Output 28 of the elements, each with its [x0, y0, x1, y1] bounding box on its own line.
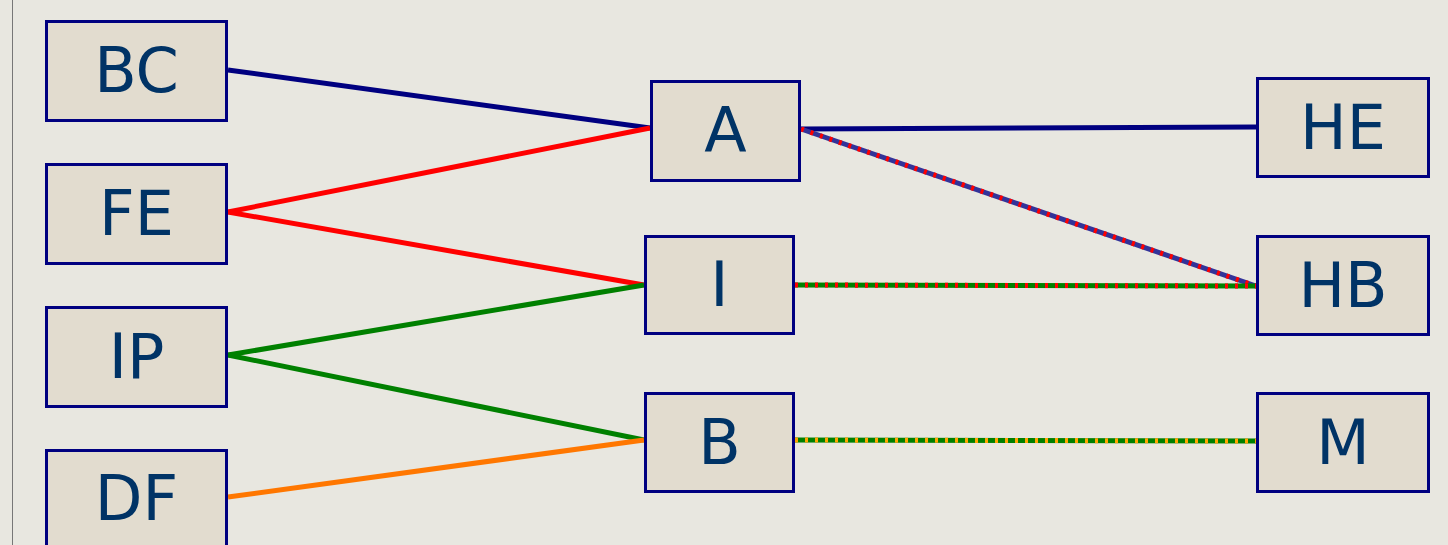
node-label: IP: [108, 326, 165, 388]
label-box: [644, 392, 795, 493]
label-box: [45, 449, 228, 545]
striped-line: [795, 282, 1256, 289]
label-box: [644, 235, 795, 335]
striped-line: [795, 437, 1256, 444]
connector-line: [227, 125, 651, 215]
node-label: HE: [1300, 96, 1386, 159]
node-label: HB: [1298, 254, 1388, 317]
connector-line: [227, 209, 645, 288]
connector-line: [227, 67, 651, 131]
node-label: DF: [94, 468, 179, 530]
node-label: I: [710, 254, 729, 316]
label-box: [45, 20, 228, 122]
label-box: [1256, 392, 1430, 493]
connector-line: [227, 282, 645, 358]
label-box: [650, 80, 801, 182]
label-box: [45, 306, 228, 408]
node-label: B: [698, 411, 741, 474]
node-label: FE: [99, 183, 174, 245]
label-box: [1256, 235, 1430, 336]
label-box: [45, 163, 228, 265]
node-label: BC: [94, 40, 179, 102]
connector-line: [801, 124, 1256, 132]
connector-line: [227, 437, 645, 500]
node-label: A: [704, 100, 747, 162]
label-box: [1256, 77, 1430, 178]
node-label: M: [1316, 411, 1370, 474]
